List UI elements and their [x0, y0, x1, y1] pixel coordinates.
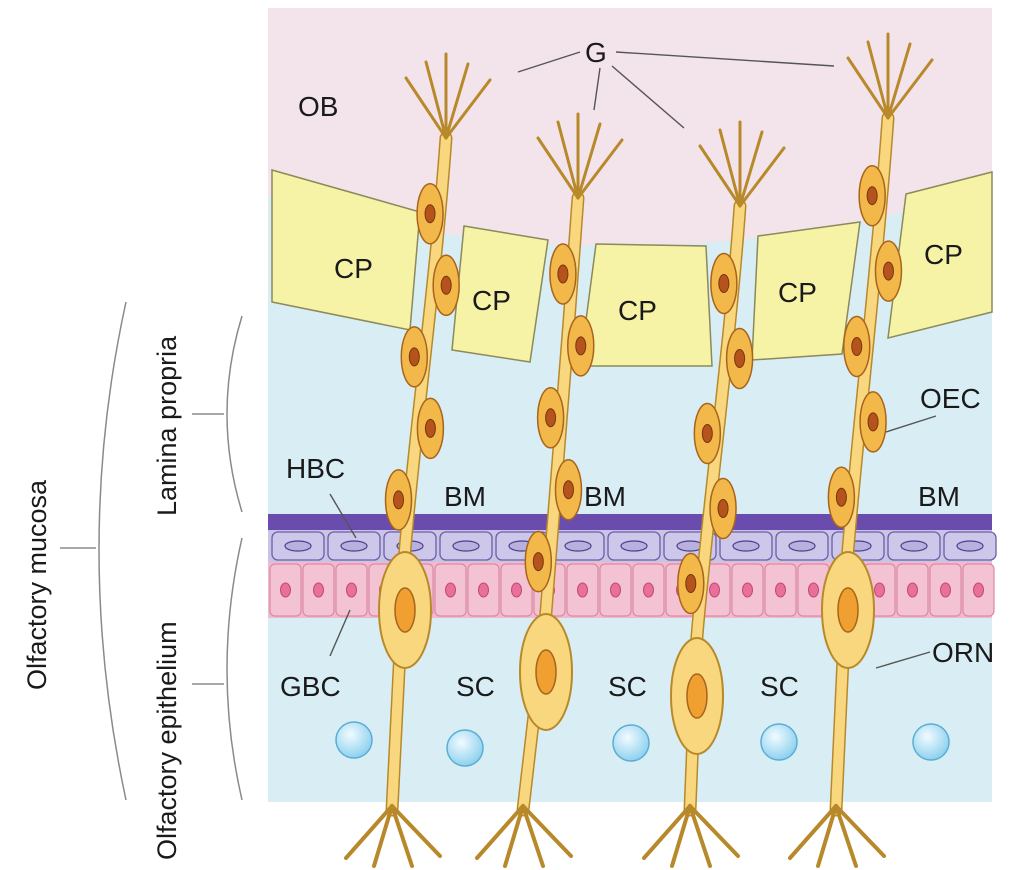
label-g: G: [585, 37, 607, 68]
bracket-olfactory-epithelium: [227, 538, 242, 800]
sc-cell-4: [761, 724, 797, 760]
gbc-cell: [732, 564, 763, 616]
hbc-cell: [944, 532, 996, 560]
sc-cell-3: [613, 725, 649, 761]
label-cp-5: CP: [924, 239, 963, 270]
label-olfactory-mucosa: Olfactory mucosa: [22, 479, 52, 690]
label-oec: OEC: [920, 383, 981, 414]
label-cp-1: CP: [334, 253, 373, 284]
axon-fork: [790, 806, 884, 866]
label-bm-1: BM: [444, 481, 486, 512]
sc-cell-1: [336, 722, 372, 758]
gbc-cell: [600, 564, 631, 616]
label-ob: OB: [298, 91, 338, 122]
label-bm-3: BM: [918, 481, 960, 512]
hbc-cell: [608, 532, 660, 560]
label-gbc: GBC: [280, 671, 341, 702]
gbc-cell: [336, 564, 367, 616]
label-bm-2: BM: [584, 481, 626, 512]
gbc-cell: [303, 564, 334, 616]
label-cp-4: CP: [778, 277, 817, 308]
gbc-cell: [963, 564, 994, 616]
axon-fork: [644, 806, 738, 866]
hbc-cell: [440, 532, 492, 560]
gbc-cell: [567, 564, 598, 616]
gbc-cell: [930, 564, 961, 616]
label-orn: ORN: [932, 637, 994, 668]
sc-cell-5: [913, 724, 949, 760]
gbc-cell: [270, 564, 301, 616]
gbc-cell: [897, 564, 928, 616]
gbc-cell: [633, 564, 664, 616]
axon-fork: [346, 806, 440, 866]
hbc-cell: [272, 532, 324, 560]
orn-nucleus: [536, 650, 556, 694]
hbc-cell: [552, 532, 604, 560]
label-lamina-propria: Lamina propria: [152, 335, 182, 516]
side-brackets: [60, 302, 242, 800]
gbc-cell: [468, 564, 499, 616]
hbc-cell: [888, 532, 940, 560]
label-olfactory-epithelium: Olfactory epithelium: [152, 621, 182, 860]
axon-fork: [477, 806, 571, 866]
label-sc-3: SC: [760, 671, 799, 702]
hbc-cell: [328, 532, 380, 560]
label-cp-3: CP: [618, 295, 657, 326]
orn-nucleus: [395, 588, 415, 632]
gbc-cell: [765, 564, 796, 616]
orn-nucleus: [838, 588, 858, 632]
label-hbc: HBC: [286, 453, 345, 484]
bracket-lamina-propria: [227, 316, 242, 512]
basement-membrane: [268, 514, 992, 530]
label-cp-2: CP: [472, 285, 511, 316]
label-sc-2: SC: [608, 671, 647, 702]
sc-cell-2: [447, 730, 483, 766]
bracket-olfactory-mucosa: [99, 302, 126, 800]
orn-nucleus: [687, 674, 707, 718]
label-sc-1: SC: [456, 671, 495, 702]
gbc-cell: [435, 564, 466, 616]
hbc-cell: [776, 532, 828, 560]
